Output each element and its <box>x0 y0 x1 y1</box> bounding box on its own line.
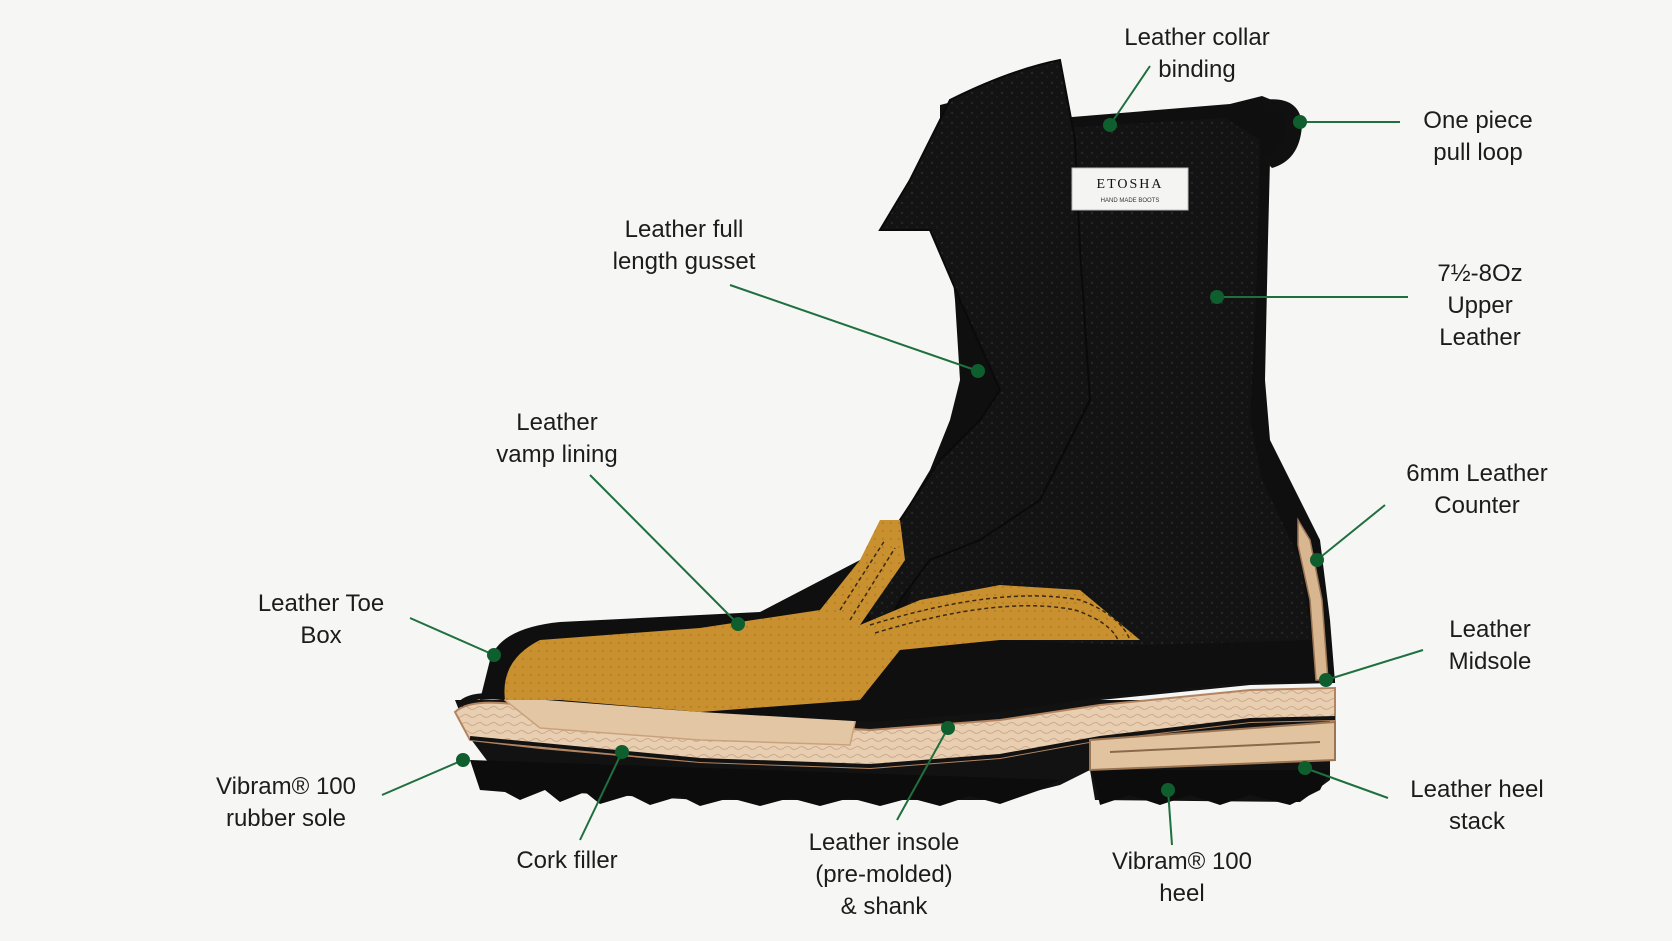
label-cork-filler: Cork filler <box>516 845 617 877</box>
leader-dot-rubber-sole <box>456 753 470 767</box>
label-line: Vibram® 100 <box>1112 848 1252 875</box>
leader-line-toe-box <box>409 617 495 656</box>
label-vibram-heel: Vibram® 100 heel <box>1112 846 1252 910</box>
leader-line-gusset <box>729 284 979 372</box>
leader-line-rubber-sole <box>381 759 464 796</box>
leader-line-midsole <box>1325 649 1424 681</box>
leader-line-heel-stack <box>1304 767 1389 799</box>
leader-dots <box>456 115 1333 797</box>
label-line: Leather insole <box>808 829 960 856</box>
label-line: pull loop <box>1433 139 1523 166</box>
label-gusset: Leather full length gusset <box>613 214 756 278</box>
sole-layers <box>453 677 1336 772</box>
label-line: Midsole <box>1448 648 1532 675</box>
label-toe-box: Leather Toe Box <box>258 588 384 652</box>
label-line: Leather <box>1449 616 1531 643</box>
leader-dot-insole <box>941 721 955 735</box>
leader-dot-heel-stack <box>1298 761 1312 775</box>
leader-line-cork-filler <box>579 751 623 841</box>
leader-line-insole <box>896 727 949 821</box>
label-line: 7½-8Oz <box>1437 260 1523 287</box>
leader-dot-midsole <box>1319 673 1333 687</box>
label-line: 6mm Leather <box>1406 460 1548 487</box>
brand-tag-tagline: HAND MADE BOOTS <box>1101 198 1160 204</box>
leader-dot-upper-leather <box>1210 290 1224 304</box>
leader-line-vibram-heel <box>1167 789 1173 846</box>
label-rubber-sole: Vibram® 100 rubber sole <box>216 771 356 835</box>
label-line: (pre-molded) <box>815 861 953 888</box>
label-heel-stack: Leather heel stack <box>1410 774 1543 838</box>
label-insole: Leather insole (pre-molded) & shank <box>809 827 960 923</box>
label-line: Box <box>300 622 342 649</box>
label-pull-loop: One piece pull loop <box>1423 105 1532 169</box>
gusset-flap <box>858 58 1092 643</box>
label-line: Leather heel <box>1410 776 1544 803</box>
leader-line-vamp-lining <box>589 474 739 625</box>
label-line: Cork filler <box>516 847 618 874</box>
label-line: binding <box>1158 56 1236 83</box>
label-line: Leather <box>1439 324 1521 351</box>
label-upper-leather: 7½-8Oz Upper Leather <box>1437 258 1522 354</box>
leader-dot-collar-binding <box>1103 118 1117 132</box>
label-line: & shank <box>840 893 928 920</box>
leader-dot-vamp-lining <box>731 617 745 631</box>
vamp-lining-shape <box>504 520 1140 712</box>
leader-dot-pull-loop <box>1293 115 1307 129</box>
leader-dot-counter <box>1310 553 1324 567</box>
leader-line-counter <box>1316 504 1386 561</box>
leader-lines <box>381 65 1424 846</box>
brand-tag: ETOSHA HAND MADE BOOTS <box>1071 167 1189 211</box>
label-vamp-lining: Leather vamp lining <box>496 407 617 471</box>
label-line: Counter <box>1434 492 1520 519</box>
label-collar-binding: Leather collar binding <box>1124 22 1269 86</box>
label-line: Vibram® 100 <box>216 773 356 800</box>
pull-loop-shape <box>1262 99 1302 168</box>
leader-dot-toe-box <box>487 648 501 662</box>
label-line: Upper <box>1447 292 1513 319</box>
label-line: rubber sole <box>225 805 347 832</box>
label-line: vamp lining <box>496 441 618 468</box>
label-line: Leather Toe <box>257 590 385 617</box>
label-midsole: Leather Midsole <box>1449 614 1532 678</box>
label-counter: 6mm Leather Counter <box>1406 458 1547 522</box>
label-line: One piece <box>1423 107 1533 134</box>
leader-dot-gusset <box>971 364 985 378</box>
brand-tag-name: ETOSHA <box>1097 177 1164 192</box>
leader-line-collar-binding <box>1109 65 1151 126</box>
label-line: Leather collar <box>1124 24 1270 51</box>
leader-dot-cork-filler <box>615 745 629 759</box>
label-line: heel <box>1159 880 1205 907</box>
leader-dot-vibram-heel <box>1161 783 1175 797</box>
label-line: Leather full <box>624 216 744 243</box>
label-line: Leather <box>516 409 598 436</box>
label-line: stack <box>1448 808 1506 835</box>
label-line: length gusset <box>612 248 756 275</box>
